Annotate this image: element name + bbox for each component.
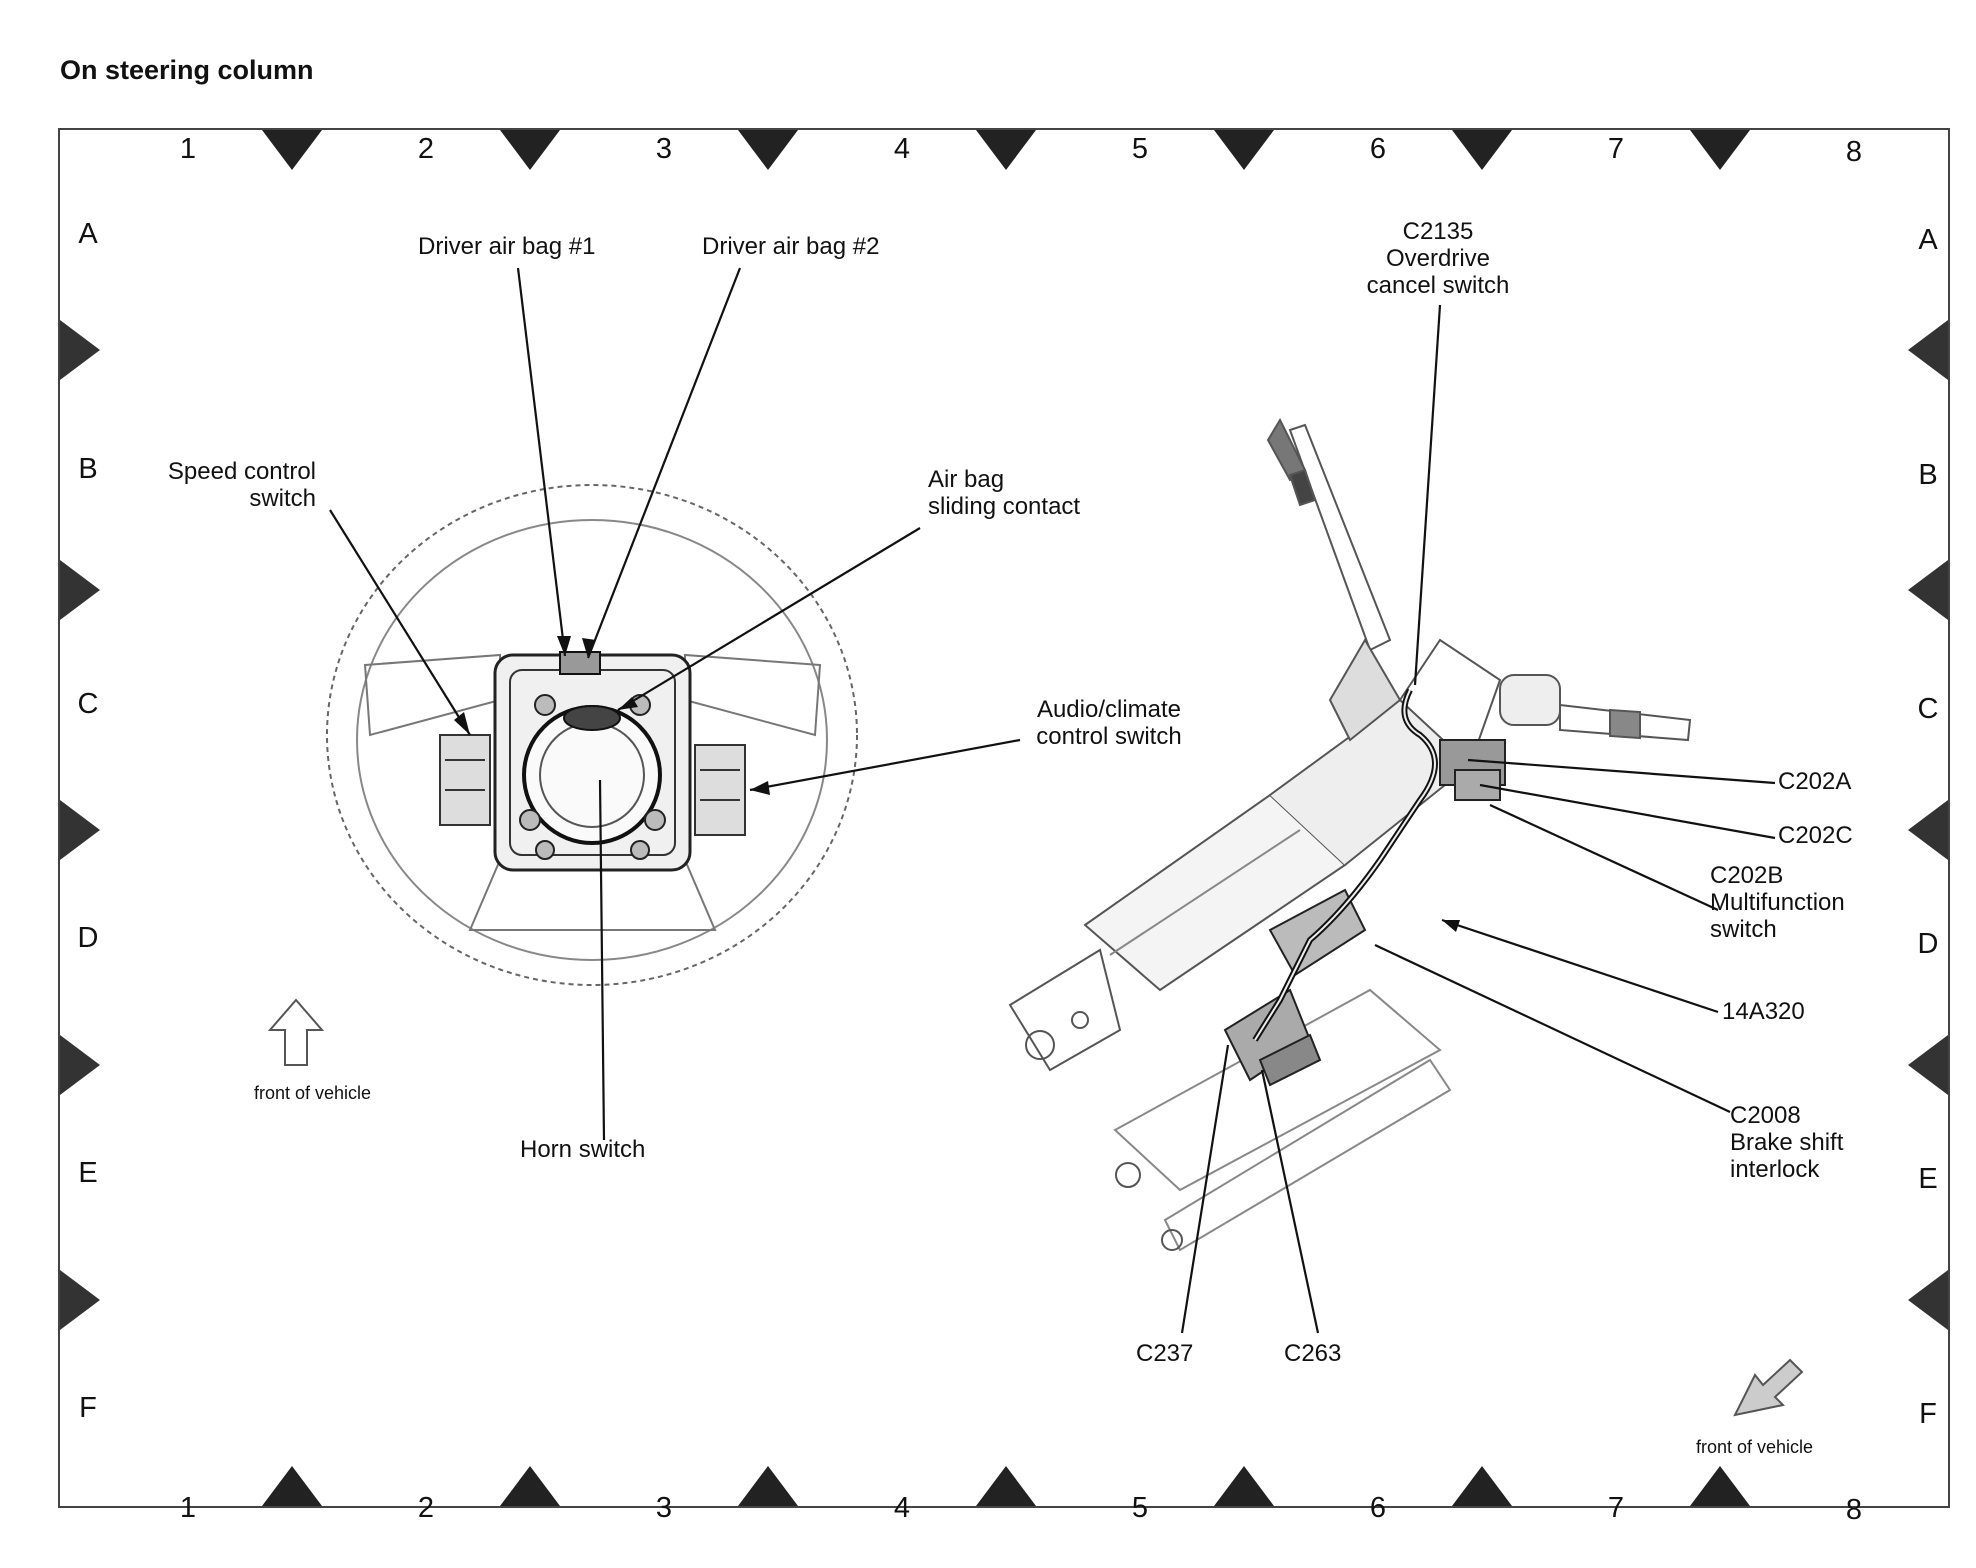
label-c2135-line3: cancel switch [1366,272,1510,299]
grid-row-f-left: F [79,1392,97,1424]
label-c2008-line2: Brake shift [1730,1129,1844,1156]
grid-row-a-right: A [1918,224,1938,256]
grid-row-d-right: D [1917,928,1939,960]
label-air-bag-contact-line2: sliding contact [928,493,1081,520]
grid-col-1-bottom: 1 [179,1492,197,1524]
label-c2135-line1: C2135 [1402,218,1474,245]
label-front-of-vehicle-left: front of vehicle [254,1083,372,1103]
leader-lines [329,267,1776,1334]
grid-row-e-right: E [1918,1163,1938,1195]
label-audio-climate-control-switch: Audio/climate control switch [1018,696,1200,750]
front-arrow-left [267,998,325,1066]
grid-row-a-left: A [78,218,98,250]
grid-col-8-bottom: 8 [1845,1494,1863,1526]
label-c263: C263 [1284,1340,1342,1367]
label-c2008-brake-shift-interlock: C2008 Brake shift interlock [1730,1102,1843,1183]
grid-row-e-left: E [78,1157,98,1189]
steering-column-drawing [1008,417,1692,1252]
grid-col-4-bottom: 4 [893,1492,911,1524]
grid-col-2-bottom: 2 [417,1492,435,1524]
grid-col-2-top: 2 [417,133,435,165]
grid-row-d-left: D [77,922,99,954]
page-title: On steering column [60,55,314,85]
grid-col-6-top: 6 [1369,133,1387,165]
label-driver-air-bag-2: Driver air bag #2 [702,233,880,260]
left-grid-markers [60,320,100,1330]
label-14a320: 14A320 [1722,998,1805,1025]
label-c2135-overdrive-cancel-switch: C2135 Overdrive cancel switch [1340,218,1536,299]
front-arrow-right [1733,1358,1804,1417]
grid-col-5-bottom: 5 [1131,1492,1149,1524]
label-c2008-line1: C2008 [1730,1102,1801,1129]
diagram-frame [58,128,1950,1508]
label-speed-control-switch: Speed control switch [120,458,316,512]
label-driver-air-bag-1: Driver air bag #1 [418,233,596,260]
grid-row-f-right: F [1919,1398,1937,1430]
grid-col-8-top: 8 [1845,136,1863,168]
grid-row-b-right: B [1918,459,1938,491]
label-audio-climate-line1: Audio/climate [1036,696,1182,723]
top-grid-markers [262,130,1750,170]
label-horn-switch: Horn switch [520,1136,646,1163]
right-grid-markers [1908,320,1948,1330]
grid-col-5-top: 5 [1131,133,1149,165]
grid-row-c-right: C [1917,693,1939,725]
grid-col-3-bottom: 3 [655,1492,673,1524]
grid-col-4-top: 4 [893,133,911,165]
label-front-of-vehicle-right: front of vehicle [1696,1437,1814,1457]
label-c202b-line2: Multifunction [1710,889,1845,916]
grid-row-c-left: C [77,688,99,720]
steering-wheel-drawing [326,484,858,986]
label-c237: C237 [1136,1340,1194,1367]
label-audio-climate-line2: control switch [1036,723,1182,750]
label-c202b-multifunction-switch: C202B Multifunction switch [1710,862,1845,943]
label-c202a: C202A [1778,768,1852,795]
label-c202b-line1: C202B [1710,862,1784,889]
label-speed-control-line2: switch [249,485,316,512]
label-c2008-line3: interlock [1730,1156,1820,1183]
bottom-grid-markers [262,1466,1750,1506]
grid-row-b-left: B [78,453,98,485]
label-c2135-line2: Overdrive [1385,245,1491,272]
grid-col-7-bottom: 7 [1607,1492,1625,1524]
label-speed-control-line1: Speed control [167,458,316,485]
label-air-bag-contact-line1: Air bag [928,466,1005,493]
label-air-bag-sliding-contact: Air bag sliding contact [928,466,1080,520]
grid-col-6-bottom: 6 [1369,1492,1387,1524]
arrow-heads [454,636,1460,932]
grid-col-1-top: 1 [179,133,197,165]
grid-col-3-top: 3 [655,133,673,165]
label-c202c: C202C [1778,822,1853,849]
grid-col-7-top: 7 [1607,133,1625,165]
label-c202b-line3: switch [1710,916,1777,943]
